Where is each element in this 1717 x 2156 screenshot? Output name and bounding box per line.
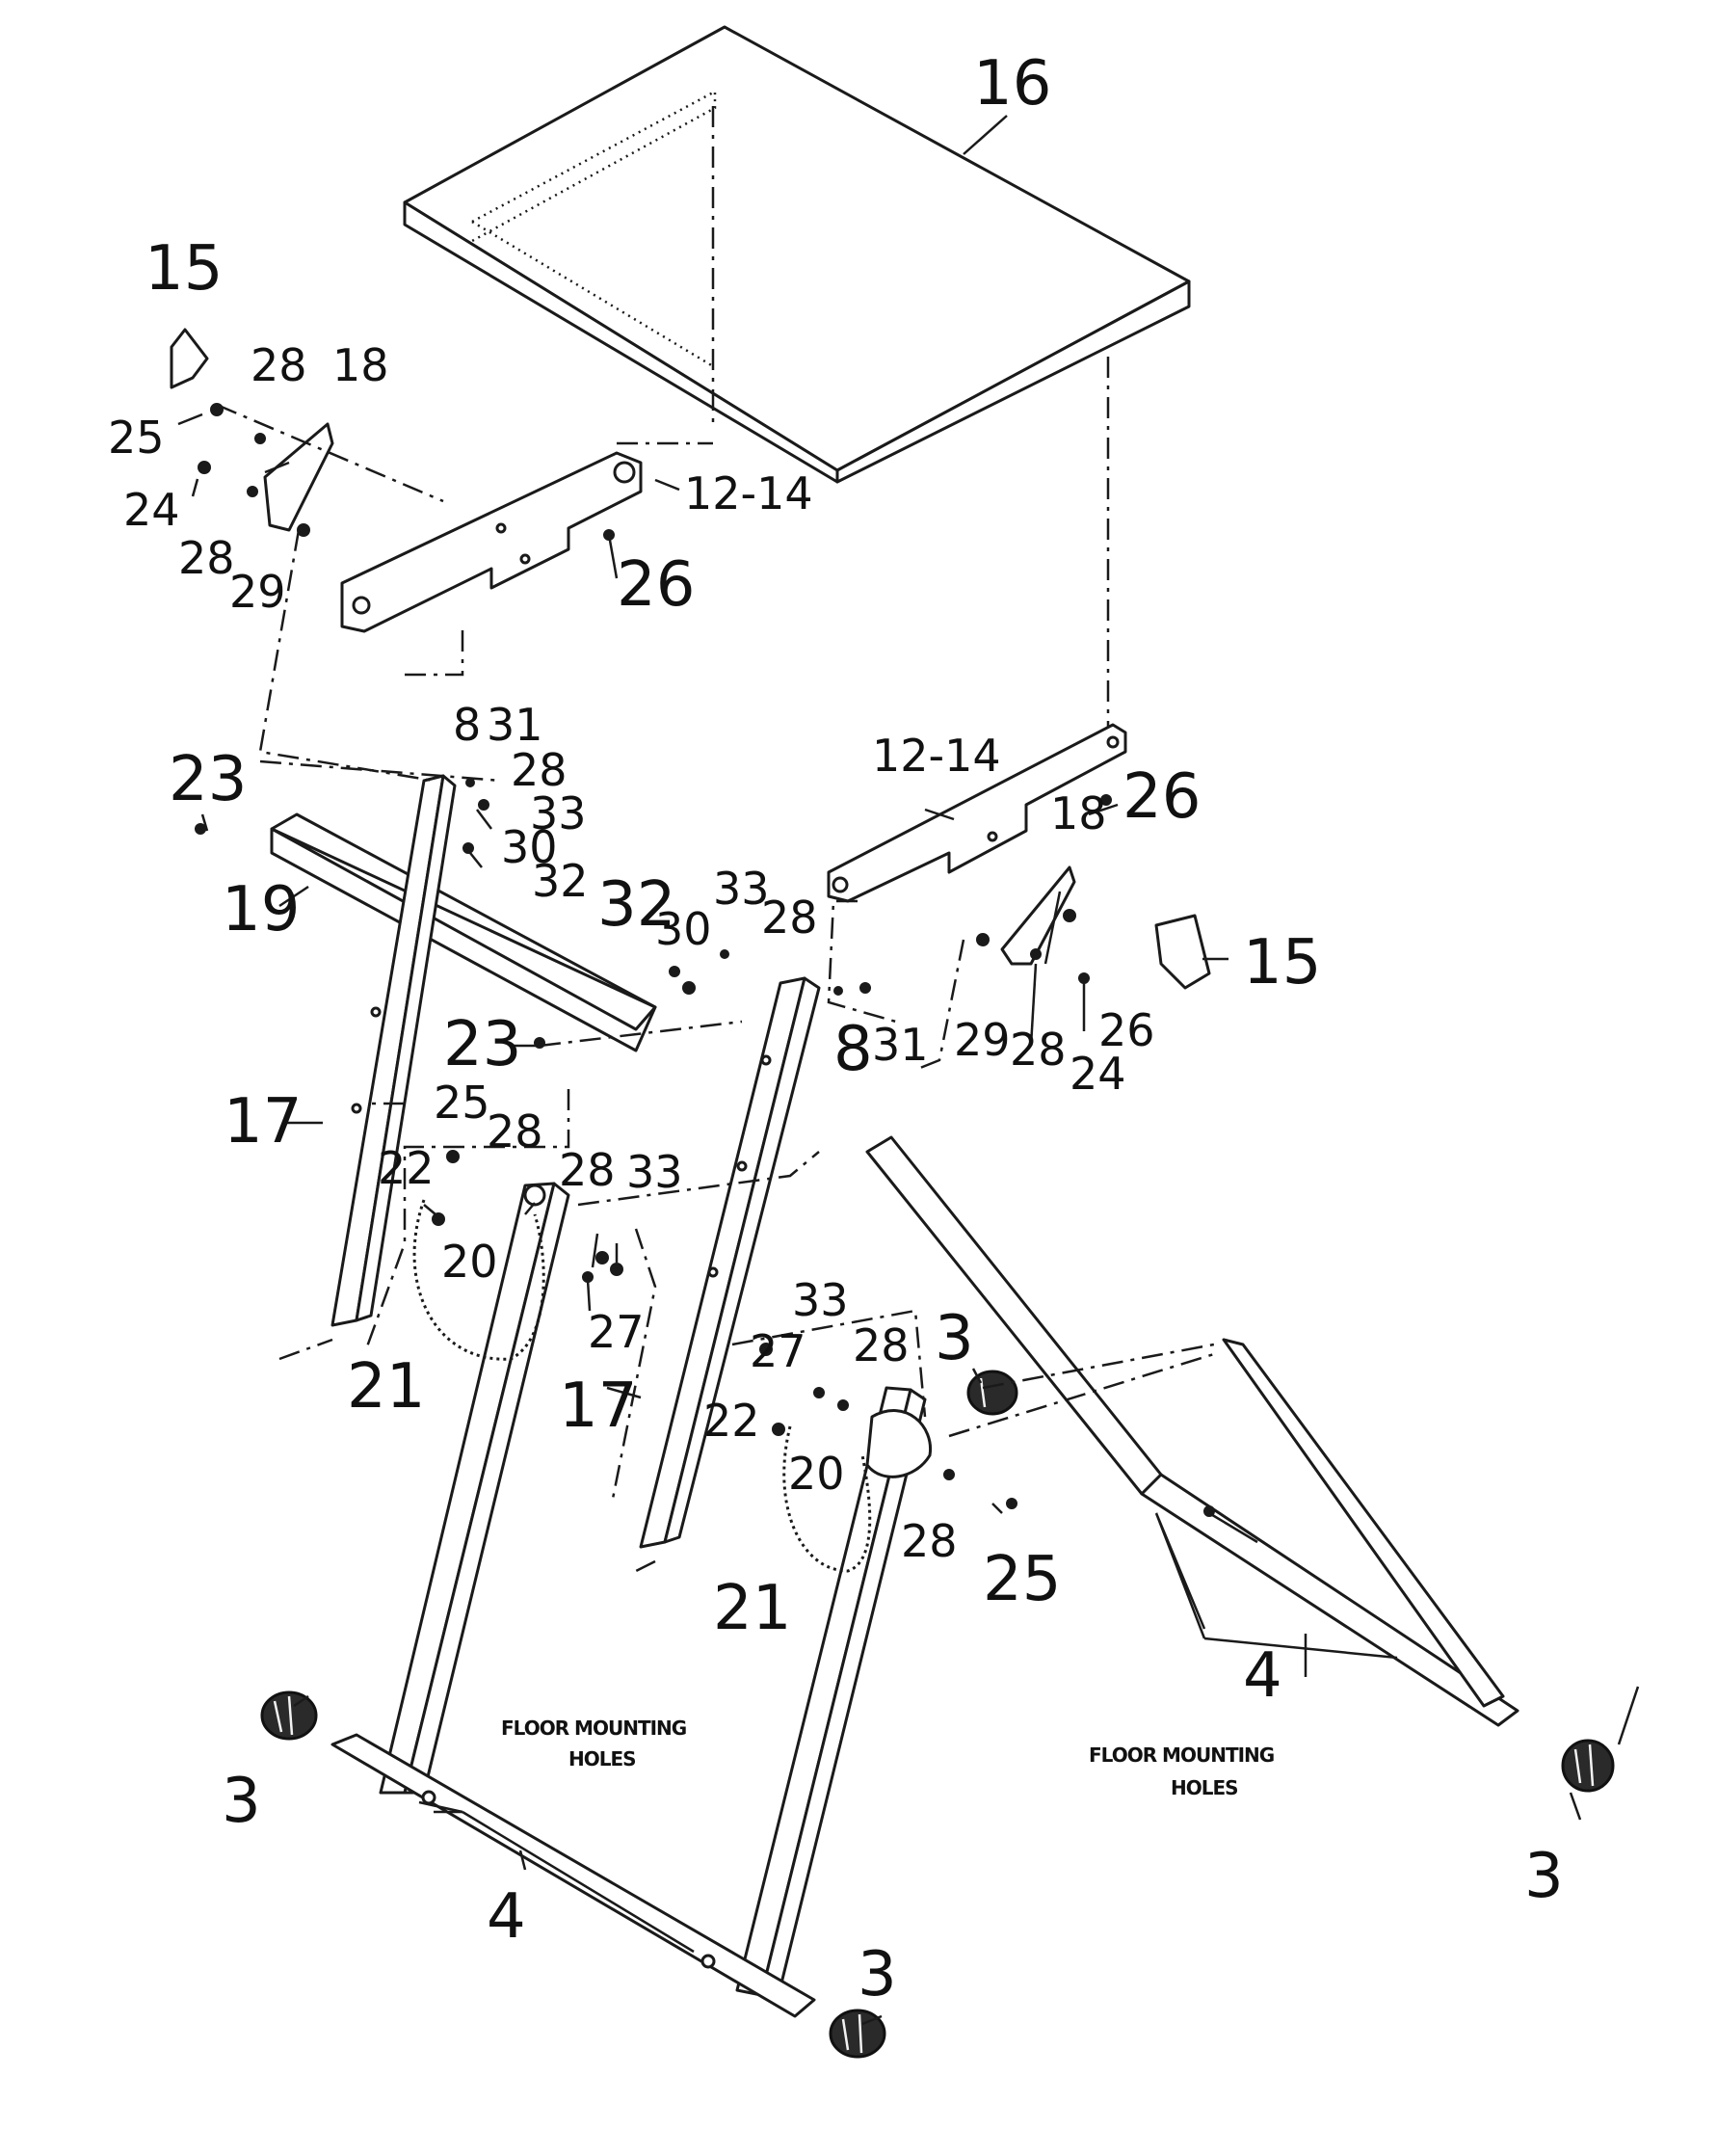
ref-20-a: 20 [441,1236,498,1288]
ref-4-front: 4 [487,1881,526,1953]
ref-17-right: 17 [559,1371,637,1442]
ref-29-a: 29 [229,566,286,618]
ref-24-b: 24 [1070,1048,1126,1100]
ref-16: 16 [973,48,1051,120]
ref-26-b: 26 [1123,761,1201,833]
ref-30-a: 30 [501,821,558,873]
ref-21-right: 21 [713,1573,791,1644]
ref-26-c: 26 [1098,1004,1155,1056]
ref-8-b: 8 [833,1014,873,1085]
ref-25-b: 25 [434,1077,490,1129]
clamp-bracket-upper-left [170,328,209,389]
ref-25-c: 25 [983,1544,1061,1615]
ref-12-14-a: 12-14 [684,467,813,519]
foot-cap-right [1561,1739,1615,1793]
ref-26-a: 26 [617,549,695,621]
ref-25-a: 25 [108,412,165,464]
ref-3-middle: 3 [935,1303,974,1374]
ref-28-g: 28 [559,1144,616,1196]
ref-8-a: 8 [453,699,481,751]
assembly-center-lines [216,403,1215,1573]
note-floor-right-line1: FLOOR MOUNTING [1089,1743,1274,1767]
ref-18-b: 18 [1050,787,1107,839]
ref-33-a: 33 [530,787,587,839]
ref-32-b: 32 [597,869,675,941]
ref-28-b: 28 [178,532,235,584]
ref-24-a: 24 [123,484,180,536]
footrest-bracket-right [782,1409,933,1573]
ref-31-b: 31 [872,1019,929,1071]
ref-33-c: 33 [626,1146,683,1198]
rear-leg-left [330,774,457,1327]
ref-28-d: 28 [761,892,818,944]
ref-23-a: 23 [169,744,247,815]
ref-17-left: 17 [224,1086,302,1158]
ref-15-right: 15 [1243,927,1321,998]
ref-21-left: 21 [347,1351,425,1423]
upper-side-rail-left [340,451,643,633]
ref-15-upper: 15 [145,233,223,305]
ref-3-right: 3 [1524,1841,1564,1912]
note-floor-right-line2: HOLES [1171,1776,1238,1799]
ref-27-b: 27 [750,1325,806,1377]
ref-18-a: 18 [332,339,389,391]
cross-bar [270,812,657,1052]
ref-28-c: 28 [511,744,568,796]
floor-mounting-notes: FLOOR MOUNTING HOLES FLOOR MOUNTING HOLE… [501,1717,1275,1799]
ref-28-a: 28 [251,339,307,391]
ref-19: 19 [222,874,300,945]
ref-31-a: 31 [487,699,543,751]
ref-33-b: 33 [713,863,770,915]
ref-3-front: 3 [858,1939,897,2010]
ref-22-b: 22 [703,1395,760,1447]
pivot-plate-upper-left [263,422,334,532]
upper-side-rail-right [827,723,1127,903]
ref-22-a: 22 [378,1142,435,1194]
leader-lines [177,115,1640,2026]
ref-30-b: 30 [655,903,712,955]
foot-cap-left [260,1690,318,1741]
reference-numerals: 16 15 28 18 25 24 28 29 12-14 26 8 31 28… [108,48,1564,2010]
seat-board [403,25,1191,742]
note-floor-left-line2: HOLES [568,1747,636,1770]
ref-3-left: 3 [222,1766,261,1837]
ref-28-h: 28 [853,1319,910,1371]
ref-23-b: 23 [443,1009,521,1080]
note-floor-left-line1: FLOOR MOUNTING [501,1717,686,1740]
diagonal-leg-right [865,1135,1519,1727]
clamp-bracket-right [1154,914,1211,990]
ref-32-a: 32 [532,855,589,907]
rear-leg-right [639,976,821,1549]
ref-4-right: 4 [1243,1640,1282,1712]
fasteners [195,403,1215,1517]
ref-12-14-b: 12-14 [872,730,1001,782]
ref-27-a: 27 [588,1306,645,1358]
ref-28-i: 28 [901,1515,958,1567]
footrest-bracket-left [412,1184,546,1361]
ref-28-f: 28 [487,1105,543,1158]
ref-29-b: 29 [954,1014,1011,1066]
foot-cap-front [829,2009,886,2059]
ref-20-b: 20 [788,1448,845,1500]
base-bar-front [330,1733,816,2018]
ref-33-d: 33 [792,1274,849,1326]
foot-cap-middle [966,1370,1018,1416]
ref-28-e: 28 [1010,1024,1067,1076]
